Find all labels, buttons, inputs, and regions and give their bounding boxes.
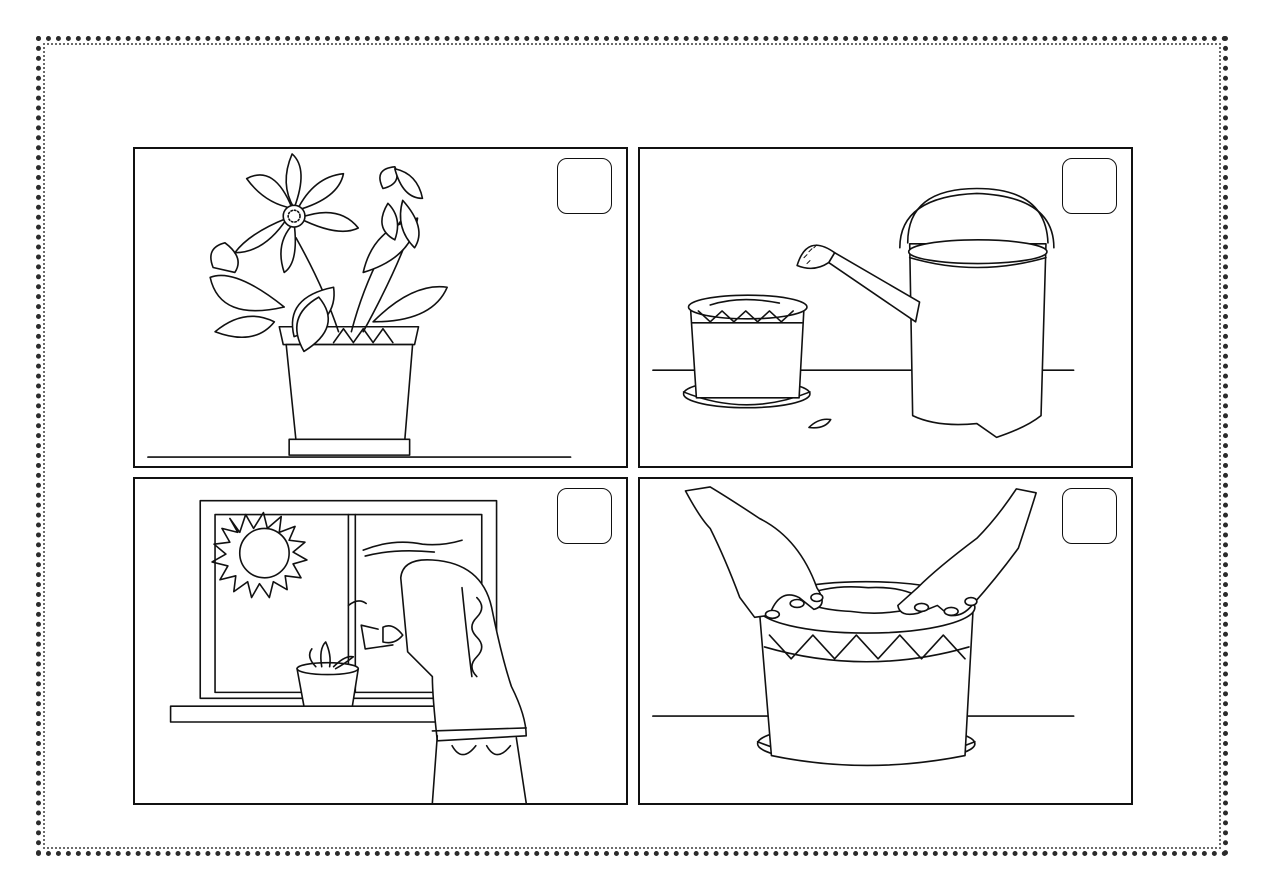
seed (809, 419, 831, 428)
flower-small (380, 167, 423, 248)
watering-can (797, 189, 1054, 438)
pot-and-watering-can-drawing (640, 149, 1131, 466)
leaf (211, 243, 238, 273)
right-hand (898, 489, 1036, 616)
panel-girl-watering-plant (133, 477, 628, 805)
sun (212, 513, 307, 598)
leaf (215, 316, 274, 337)
leaf (210, 275, 284, 310)
number-box[interactable] (1062, 158, 1117, 214)
girl-watering-plant-drawing (135, 479, 626, 803)
girl (361, 560, 526, 803)
decorative-star-border (36, 36, 1228, 856)
empty-pot (684, 295, 810, 408)
stem (296, 238, 338, 332)
cloud-line (365, 551, 434, 556)
flower-large (235, 154, 358, 273)
panel-flower-in-pot (133, 147, 628, 468)
leaf (373, 287, 447, 322)
panel-hands-pressing-soil (638, 477, 1133, 805)
number-box[interactable] (1062, 488, 1117, 544)
left-hand (685, 487, 822, 618)
pot-body (286, 345, 412, 442)
leaf (297, 297, 328, 351)
number-box[interactable] (557, 158, 612, 214)
cloud-line (363, 540, 462, 550)
panel-pot-and-watering-can (638, 147, 1133, 468)
flower-in-pot-drawing (135, 149, 626, 466)
number-box[interactable] (557, 488, 612, 544)
hands-pressing-soil-drawing (640, 479, 1131, 803)
small-pot (297, 642, 358, 706)
pot-saucer (289, 439, 409, 455)
pot-rim-pattern (334, 329, 393, 343)
water-drop (348, 601, 366, 606)
